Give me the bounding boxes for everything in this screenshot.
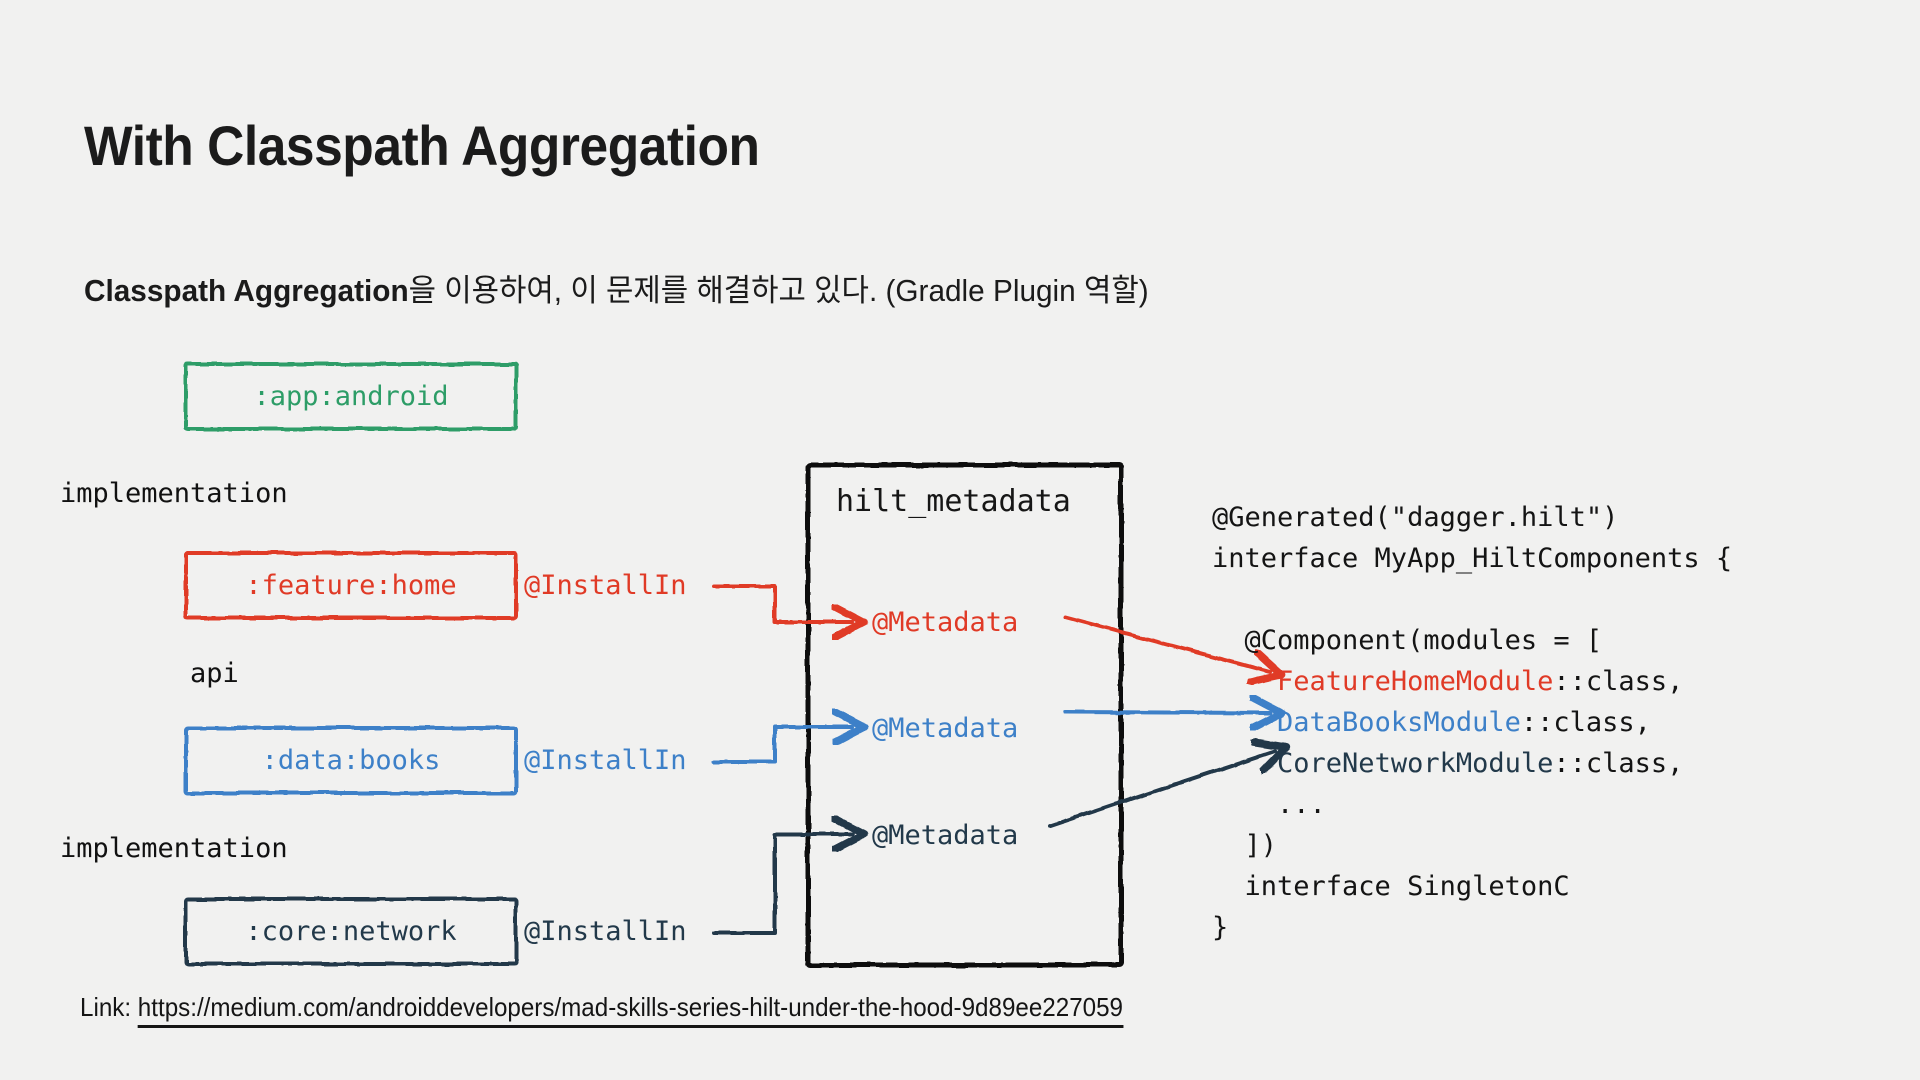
code-module-name: CoreNetworkModule	[1277, 748, 1554, 779]
code-line	[1212, 579, 1732, 620]
subtitle-bold-part: Classpath Aggregation	[84, 273, 409, 308]
metadata-to-module-feature	[1063, 615, 1270, 672]
module-label-data[interactable]: :data:books	[261, 745, 441, 776]
code-text: ::class,	[1520, 707, 1651, 738]
module-label-app[interactable]: :app:android	[253, 381, 449, 412]
installin-route-core	[712, 834, 852, 935]
generated-code-block: @Generated("dagger.hilt") interface MyApp…	[1212, 497, 1732, 948]
metadata-to-module-core	[1048, 751, 1275, 828]
code-text: ::class,	[1553, 666, 1684, 697]
code-line: ])	[1212, 825, 1732, 866]
subtitle-rest-part: 을 이용하여, 이 문제를 해결하고 있다. (Gradle Plugin 역할…	[408, 273, 1149, 308]
installin-label-core: @InstallIn	[524, 916, 687, 947]
installin-route-data	[712, 727, 852, 764]
hilt-metadata-title: hilt_metadata	[836, 484, 1071, 519]
module-label-core[interactable]: :core:network	[245, 916, 457, 947]
code-text: ...	[1212, 789, 1326, 820]
code-text: @Generated("dagger.hilt")	[1212, 502, 1619, 533]
installin-route-feature	[712, 584, 852, 622]
footer-link-url[interactable]: https://medium.com/androiddevelopers/mad…	[137, 992, 1123, 1028]
code-text: ])	[1212, 830, 1278, 861]
code-text: ::class,	[1553, 748, 1684, 779]
code-text: }	[1212, 912, 1229, 943]
metadata-entry-core: @Metadata	[872, 820, 1019, 851]
edge-label-api-feature-data: api	[190, 658, 239, 689]
code-line: DataBooksModule::class,	[1212, 702, 1732, 743]
code-module-name: DataBooksModule	[1277, 707, 1521, 738]
code-text: @Component(modules = [	[1212, 625, 1603, 656]
installin-label-data: @InstallIn	[524, 745, 687, 776]
edge-label-implementation-data-core: implementation	[60, 833, 288, 864]
code-line: FeatureHomeModule::class,	[1212, 661, 1732, 702]
code-text	[1212, 748, 1277, 779]
page-subtitle: Classpath Aggregation을 이용하여, 이 문제를 해결하고 …	[84, 265, 1149, 310]
edge-label-implementation-app-feature: implementation	[60, 478, 288, 509]
code-line: @Component(modules = [	[1212, 620, 1732, 661]
code-text	[1212, 707, 1277, 738]
page-title: With Classpath Aggregation	[84, 114, 760, 177]
installin-label-feature: @InstallIn	[524, 570, 687, 601]
code-module-name: FeatureHomeModule	[1277, 666, 1554, 697]
code-line: }	[1212, 907, 1732, 948]
code-line: @Generated("dagger.hilt")	[1212, 497, 1732, 538]
metadata-entry-data: @Metadata	[872, 713, 1019, 744]
module-label-feature[interactable]: :feature:home	[245, 570, 457, 601]
hilt-metadata-box[interactable]	[805, 462, 1124, 968]
code-line: interface SingletonC	[1212, 866, 1732, 907]
code-line: interface MyApp_HiltComponents {	[1212, 538, 1732, 579]
metadata-entry-feature: @Metadata	[872, 607, 1019, 638]
footer-link-prefix: Link:	[80, 992, 138, 1022]
code-line: ...	[1212, 784, 1732, 825]
metadata-to-module-data	[1063, 712, 1270, 713]
code-text: interface MyApp_HiltComponents {	[1212, 543, 1733, 574]
code-line: CoreNetworkModule::class,	[1212, 743, 1732, 784]
code-text: interface SingletonC	[1212, 871, 1570, 902]
code-text	[1212, 666, 1277, 697]
footer-link[interactable]: Link: https://medium.com/androiddevelope…	[80, 992, 1123, 1028]
